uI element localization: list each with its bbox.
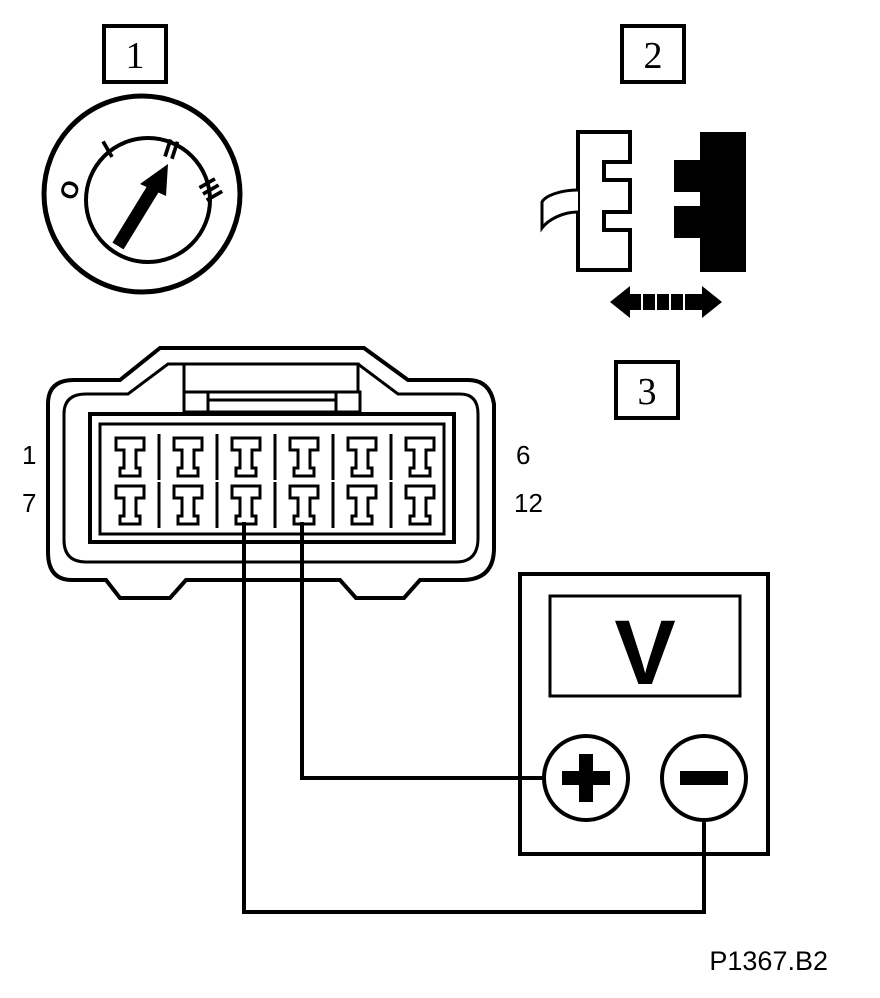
pin-label-7: 7: [22, 488, 36, 518]
connector-pin-5: [346, 436, 378, 478]
voltmeter: V: [518, 572, 770, 856]
connector-pin-4: [288, 436, 320, 478]
negative-lead: [242, 522, 706, 914]
connector-pins: [114, 434, 436, 528]
figure-reference: P1367.B2: [709, 946, 828, 976]
positive-terminal-icon: [542, 734, 630, 822]
voltmeter-display: V: [614, 602, 675, 704]
pin-label-6: 6: [516, 440, 530, 470]
connector-pin-10: [288, 484, 320, 526]
connector-pin-3: [230, 436, 262, 478]
callout-2-label: 2: [644, 35, 663, 77]
connector-pin-2: [172, 436, 204, 478]
test-leads: [242, 522, 706, 914]
connector-pin-1: [114, 436, 146, 478]
pin-label-1: 1: [22, 440, 36, 470]
connector-pin-8: [172, 484, 204, 526]
key-arrow-icon: [112, 164, 168, 250]
ignition-switch-icon: O I II III: [41, 93, 243, 295]
callout-1: 1: [102, 24, 168, 84]
callout-2: 2: [620, 24, 686, 84]
double-arrow-icon: [610, 286, 722, 318]
connector-pin-9: [230, 484, 262, 526]
pin-label-12: 12: [514, 488, 543, 518]
connector-pin-12: [404, 484, 436, 526]
connector-pin-7: [114, 484, 146, 526]
connector-12-pin: [46, 346, 496, 600]
connector-plug-icon: [540, 130, 746, 318]
negative-terminal-icon: [660, 734, 748, 822]
connector-pin-6: [404, 436, 436, 478]
callout-1-label: 1: [126, 35, 145, 77]
callout-3-label: 3: [638, 371, 657, 413]
positive-lead: [300, 522, 544, 780]
callout-3: 3: [614, 360, 680, 420]
connector-pin-11: [346, 484, 378, 526]
